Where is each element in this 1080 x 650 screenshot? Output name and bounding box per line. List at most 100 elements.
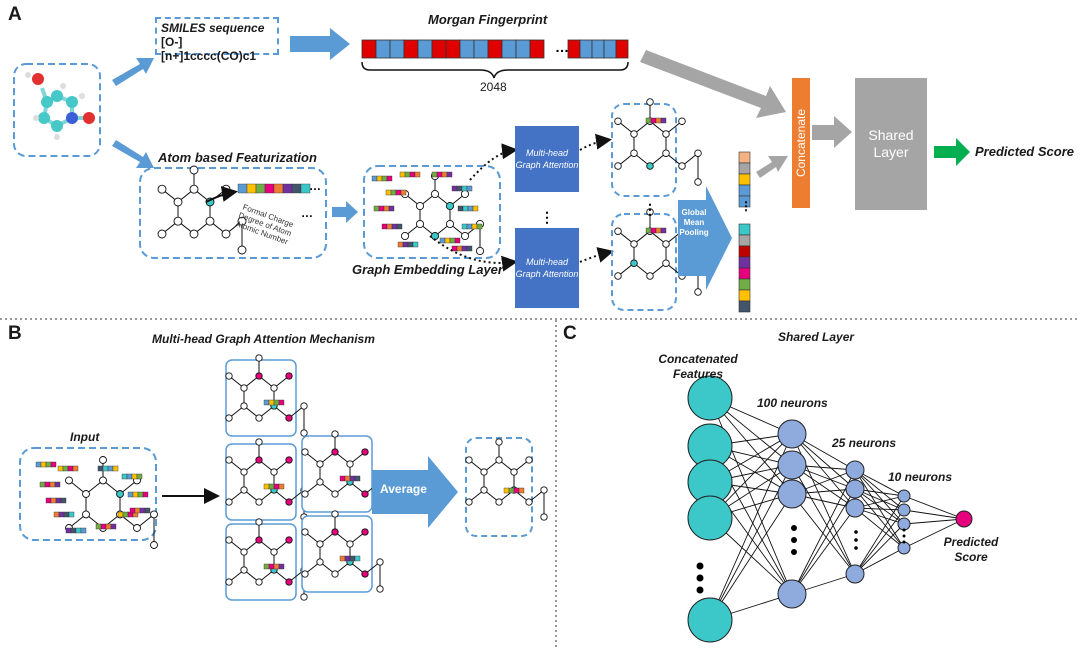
feature-bar-cell <box>132 491 139 498</box>
feature-bar-cell <box>80 527 87 534</box>
feature-bar-cell <box>110 523 117 530</box>
arrow-concat-to-shared <box>812 116 852 148</box>
dotted-arrow-gat-bottom <box>429 235 518 272</box>
attention-heads <box>225 354 384 601</box>
feature-bar-cell <box>278 563 285 570</box>
feature-bar-cell <box>431 171 438 178</box>
feature-bar-cell <box>58 511 65 518</box>
graph-node <box>270 384 278 392</box>
graph-node <box>331 528 339 536</box>
graph-node <box>614 117 622 125</box>
feature-bar-cell <box>263 399 270 406</box>
graph-node <box>285 498 293 506</box>
graph-node <box>99 476 107 485</box>
graph-node <box>255 456 263 464</box>
feature-bar-cell <box>39 481 46 488</box>
graph-node <box>460 189 470 199</box>
feature-bar-cell <box>354 555 361 562</box>
graph-node <box>225 372 233 380</box>
ellipsis-dot <box>791 537 797 543</box>
pooled-cell <box>738 256 751 269</box>
output-box <box>611 103 677 197</box>
feature-bar-cell <box>439 237 446 244</box>
graph-node <box>300 429 308 437</box>
graph-node <box>678 162 686 170</box>
feature-bar-cell <box>100 523 107 530</box>
network-edge <box>791 469 856 595</box>
pooled-cell <box>738 162 751 175</box>
averaged-graph <box>465 437 548 537</box>
dotted-arrow-gat-top <box>469 143 518 181</box>
concatenate-label: Concatenate <box>794 108 808 178</box>
graph-node <box>475 246 485 256</box>
graph-node <box>316 558 324 566</box>
panel-label-a: A <box>8 4 22 25</box>
pooling-label: Global Mean Pooling <box>679 208 709 237</box>
predicted-score-label: Predicted Score <box>975 144 1074 159</box>
featurization-box <box>139 167 327 259</box>
feature-bar-cell <box>344 475 351 482</box>
feature-bar-cell <box>404 171 411 178</box>
feature-bar-cell <box>400 189 407 196</box>
graph-node <box>189 184 199 194</box>
graph-node <box>525 498 533 506</box>
graph-node <box>646 272 654 280</box>
feature-bar-cell <box>650 117 657 124</box>
network-edge <box>903 518 965 549</box>
pooled-vector-top <box>738 151 751 208</box>
graph-embedding-title: Graph Embedding Layer <box>352 262 503 277</box>
feature-bar-cell <box>139 507 146 514</box>
graph-node <box>300 402 308 410</box>
layer3-label: 10 neurons <box>888 470 953 484</box>
network-edge <box>903 495 965 520</box>
pooled-vector-bottom <box>738 223 751 313</box>
feature-bar-cell <box>53 511 60 518</box>
graph-node <box>285 372 293 380</box>
feature-bar-cell <box>50 461 57 468</box>
feature-bar-cell <box>645 227 652 234</box>
graph-node <box>116 490 124 498</box>
output-box <box>611 213 677 311</box>
graph-node <box>614 272 622 280</box>
feature-bar-cell <box>70 527 77 534</box>
feature-bar-cell <box>273 483 280 490</box>
graph-node <box>630 240 638 248</box>
feature-bar-cell <box>508 487 515 494</box>
featurization-graph <box>157 165 247 255</box>
graph-node <box>301 490 309 498</box>
graph-node <box>300 593 308 601</box>
graph-node <box>240 548 248 556</box>
feature-bar-cell <box>467 205 474 212</box>
fingerprint-bit <box>473 39 489 59</box>
ellipsis-dot <box>854 530 858 534</box>
pooled-cell <box>738 245 751 258</box>
graph-node <box>614 227 622 235</box>
arrow-vector-to-concat <box>756 156 788 178</box>
feature-bar-cell <box>97 465 104 472</box>
layer1-label: 100 neurons <box>757 396 828 410</box>
feature-bar-cell <box>121 473 128 480</box>
graph-node <box>376 585 384 593</box>
graph-node <box>285 536 293 544</box>
graph-node <box>331 510 339 518</box>
morgan-brace <box>361 61 629 79</box>
graph-node <box>240 566 248 574</box>
graph-node <box>150 541 158 549</box>
graph-node <box>480 468 488 476</box>
graph-node <box>415 219 425 229</box>
hidden2-neuron <box>845 564 865 584</box>
pooled-cell <box>738 289 751 302</box>
feature-bar-cell <box>414 171 421 178</box>
feature-bar-cell <box>399 171 406 178</box>
concatenate-block: Concatenate <box>792 78 810 208</box>
arrow-predicted-score <box>934 138 970 166</box>
pooled-cell <box>738 151 751 164</box>
graph-node <box>460 231 470 241</box>
feature-bar-cell <box>441 171 448 178</box>
input-neuron <box>687 597 733 643</box>
feature-bar-cell <box>373 205 380 212</box>
ellipsis-dot <box>791 525 797 531</box>
feature-bar-cell <box>449 237 456 244</box>
hidden3-neuron <box>897 503 911 517</box>
feature-bar-cell <box>50 497 57 504</box>
